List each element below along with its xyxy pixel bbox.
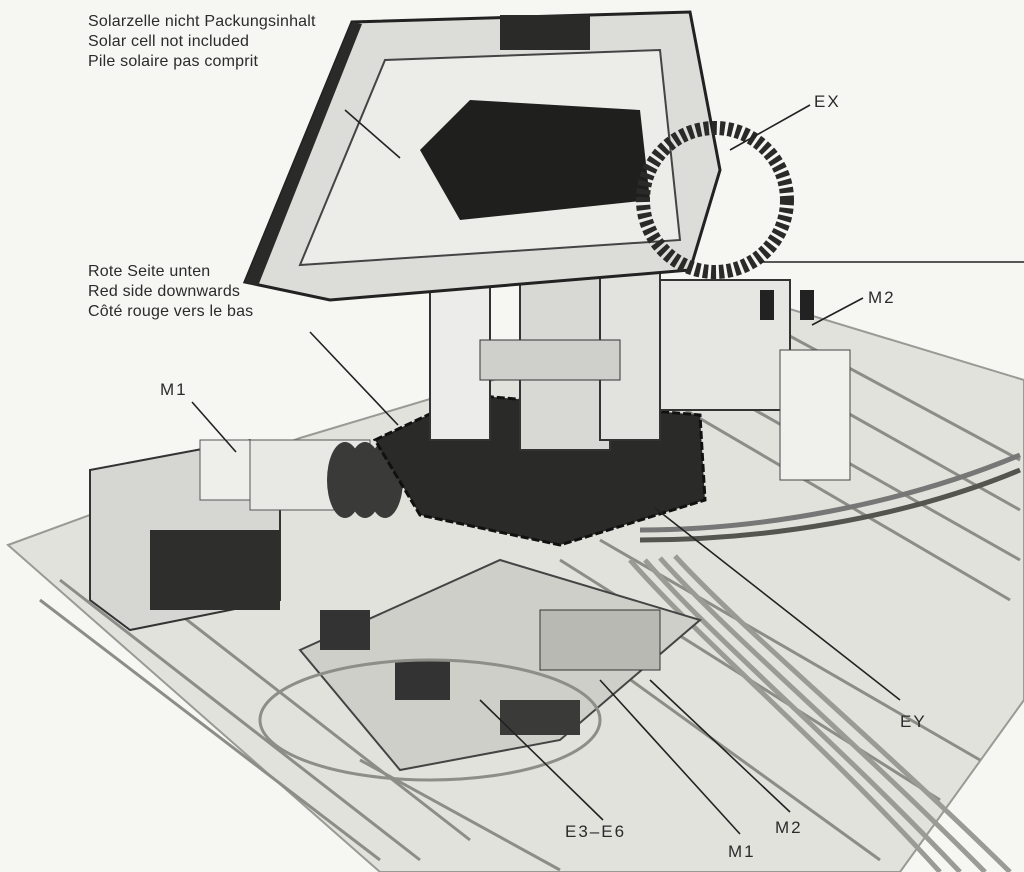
worm-gear [327, 442, 403, 518]
label-m1-bottom: M1 [728, 842, 756, 861]
label-line: Pile solaire pas comprit [88, 53, 259, 70]
label-solar-cell: Solarzelle nicht Packungsinhalt Solar ce… [88, 12, 316, 72]
label-line: Côté rouge vers le bas [88, 303, 254, 320]
label-line: Red side downwards [88, 283, 241, 300]
label-ex: EX [814, 92, 841, 111]
label-e3-e6: E3–E6 [565, 822, 627, 841]
cable-bundle [628, 452, 1021, 872]
label-red-side: Rote Seite unten Red side downwards Côté… [88, 262, 253, 322]
solar-panel-frame [242, 10, 722, 302]
leader-lines [191, 104, 1024, 835]
gear-ex [636, 121, 794, 279]
control-electronics [258, 558, 703, 782]
label-m2-bottom: M2 [775, 818, 803, 837]
label-line: Solar cell not included [88, 33, 250, 50]
label-m2-top: M2 [868, 288, 896, 307]
label-line: Solarzelle nicht Packungsinhalt [88, 13, 316, 30]
label-ey: EY [900, 712, 927, 731]
label-line: Rote Seite unten [88, 263, 211, 280]
label-m1-left: M1 [160, 380, 188, 399]
